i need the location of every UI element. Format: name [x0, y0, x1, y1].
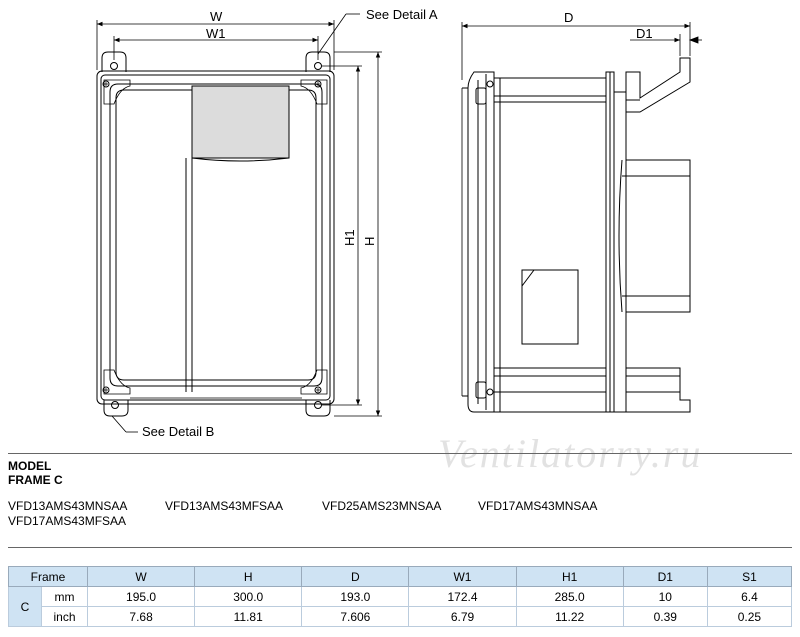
table-cell: 11.22	[515, 606, 624, 627]
table-cell: 6.4	[706, 586, 793, 607]
front-dimension-labels: W W1 See Detail A See Detail B H1 H	[142, 7, 438, 439]
technical-drawing: W W1 See Detail A See Detail B H1 H	[96, 7, 702, 439]
table-cell: 6.79	[408, 606, 517, 627]
header-d: D	[301, 566, 410, 587]
table-cell: 0.39	[622, 606, 708, 627]
table-cell: 7.606	[301, 606, 410, 627]
table-row: inch 7.68 11.81 7.606 6.79 11.22 0.39 0.…	[9, 606, 793, 627]
table-cell: 285.0	[515, 586, 624, 607]
label-d: D	[564, 10, 573, 25]
model-title-line2: FRAME C	[8, 473, 63, 487]
table-cell: 10	[622, 586, 708, 607]
header-w1: W1	[408, 566, 517, 587]
front-dimensions	[96, 13, 382, 433]
label-detail-b: See Detail B	[142, 424, 214, 439]
model-item: VFD13AMS43MFSAA	[165, 499, 284, 513]
table-cell: 11.81	[194, 606, 303, 627]
model-item: VFD17AMS43MFSAA	[8, 514, 127, 528]
header-w: W	[86, 566, 196, 587]
side-dimensions	[461, 22, 702, 80]
header-d1: D1	[622, 566, 708, 587]
table-header-row: Frame W H D W1 H1 D1 S1	[8, 566, 793, 587]
side-view	[461, 57, 691, 413]
model-item: VFD13AMS43MNSAA	[8, 499, 128, 513]
table-row: C mm 195.0 300.0 193.0 172.4 285.0 10 6.…	[8, 586, 793, 627]
unit-cell: inch	[41, 606, 88, 627]
model-heading: MODEL FRAME C	[8, 459, 63, 487]
header-h1: H1	[515, 566, 624, 587]
header-frame: Frame	[8, 566, 88, 587]
table-cell: 195.0	[86, 586, 196, 607]
frame-cell: C	[8, 586, 42, 627]
table-cell: 300.0	[194, 586, 303, 607]
table-cell: 7.68	[86, 606, 196, 627]
unit-cell: mm	[41, 586, 88, 607]
label-detail-a: See Detail A	[366, 7, 438, 22]
label-h1: H1	[342, 229, 357, 246]
dimension-table: Frame W H D W1 H1 D1 S1 C mm 195.0 300.0…	[8, 566, 793, 627]
side-dimension-labels: D D1	[564, 10, 653, 41]
model-title-line1: MODEL	[8, 459, 52, 473]
header-s1: S1	[706, 566, 793, 587]
drawing-svg: W W1 See Detail A See Detail B H1 H	[96, 7, 702, 439]
divider-bottom	[8, 547, 792, 548]
label-w: W	[210, 9, 223, 24]
label-h: H	[362, 237, 377, 246]
table-cell: 172.4	[408, 586, 517, 607]
label-d1: D1	[636, 26, 653, 41]
table-cell: 193.0	[301, 586, 410, 607]
front-view	[96, 51, 335, 417]
table-cell: 0.25	[706, 606, 793, 627]
header-h: H	[194, 566, 303, 587]
label-w1: W1	[206, 26, 226, 41]
model-item: VFD25AMS23MNSAA	[322, 499, 442, 513]
model-item: VFD17AMS43MNSAA	[478, 499, 598, 513]
divider-top	[8, 453, 792, 454]
